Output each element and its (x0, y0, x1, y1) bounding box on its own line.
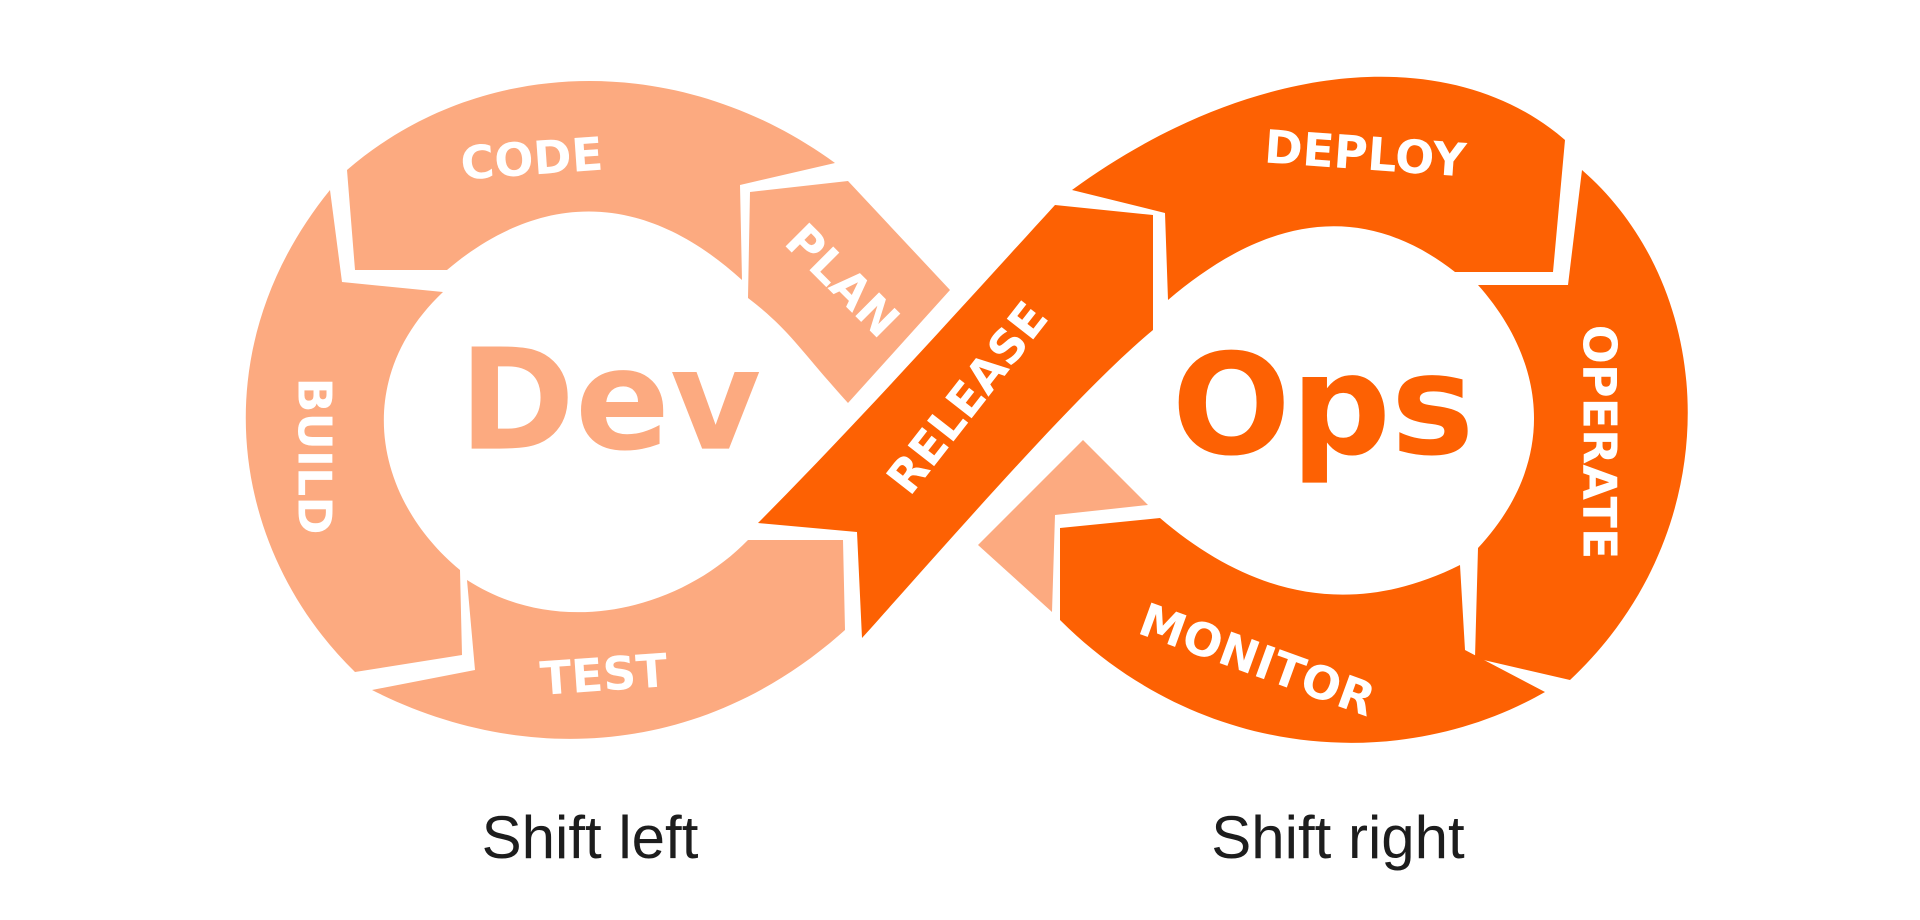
monitor-notch (978, 440, 1148, 612)
monitor-segment (1060, 518, 1545, 743)
test-segment (372, 540, 845, 739)
deploy-segment (1072, 76, 1565, 300)
stage-label-test: TEST (538, 643, 669, 706)
stage-label-operate: OPERATE (1573, 325, 1627, 560)
stage-label-code: CODE (459, 127, 605, 191)
caption-shift-right: Shift right (1211, 804, 1465, 871)
dev-loop (245, 80, 950, 739)
release-segment (758, 205, 1153, 638)
dev-center-word: Dev (459, 320, 761, 483)
plan-segment (748, 181, 950, 403)
caption-shift-left: Shift left (481, 804, 699, 871)
operate-segment (1475, 170, 1688, 680)
code-segment (347, 80, 835, 280)
build-segment (245, 190, 462, 672)
ops-center-word: Ops (1172, 325, 1475, 488)
stage-label-build: BUILD (288, 377, 342, 534)
ops-loop (758, 76, 1688, 743)
